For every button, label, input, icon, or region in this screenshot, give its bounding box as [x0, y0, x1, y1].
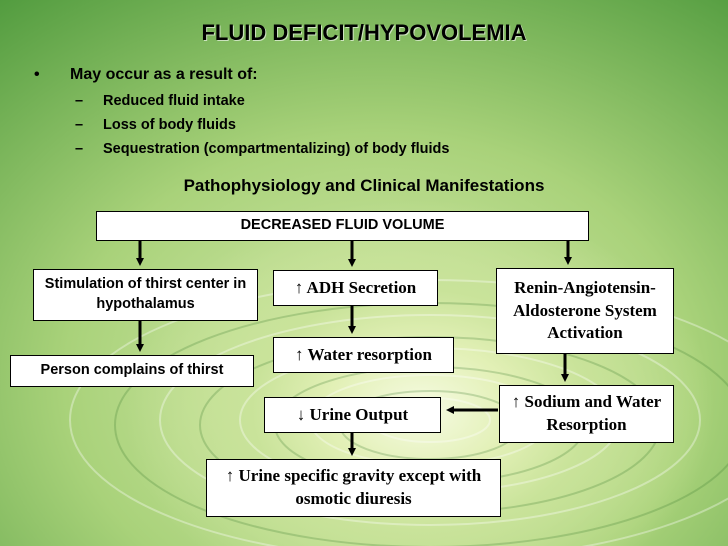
dash-symbol: – — [75, 141, 84, 157]
slide-title: FLUID DEFICIT/HYPOVOLEMIA — [201, 20, 527, 45]
sub-bullet-text: Loss of body fluids — [103, 117, 236, 133]
sub-bullet-1: – Reduced fluid intake — [75, 93, 245, 109]
bullet-text: May occur as a result of: — [70, 66, 258, 83]
node-thirst-center: Stimulation of thirst center in hypothal… — [33, 269, 258, 321]
section-title: Pathophysiology and Clinical Manifestati… — [183, 176, 545, 195]
node-water-resorption: ↑ Water resorption — [273, 337, 454, 373]
node-raas-activation: Renin-Angiotensin-Aldosterone System Act… — [496, 268, 674, 354]
node-adh-secretion: ↑ ADH Secretion — [273, 270, 438, 306]
dash-symbol: – — [75, 117, 84, 133]
node-urine-output: ↓ Urine Output — [264, 397, 441, 433]
sub-bullet-text: Reduced fluid intake — [103, 93, 245, 109]
sub-bullet-2: – Loss of body fluids — [75, 117, 236, 133]
sub-bullet-3: – Sequestration (compartmentalizing) of b… — [75, 141, 449, 157]
node-complains-thirst: Person complains of thirst — [10, 355, 254, 387]
bullet-symbol: • — [34, 66, 40, 83]
node-urine-specific-gravity: ↑ Urine specific gravity except with osm… — [206, 459, 501, 517]
dash-symbol: – — [75, 93, 84, 109]
node-sodium-water-resorption: ↑ Sodium and Water Resorption — [499, 385, 674, 443]
node-decreased-fluid-volume: DECREASED FLUID VOLUME — [96, 211, 589, 241]
sub-bullet-text: Sequestration (compartmentalizing) of bo… — [103, 141, 450, 157]
